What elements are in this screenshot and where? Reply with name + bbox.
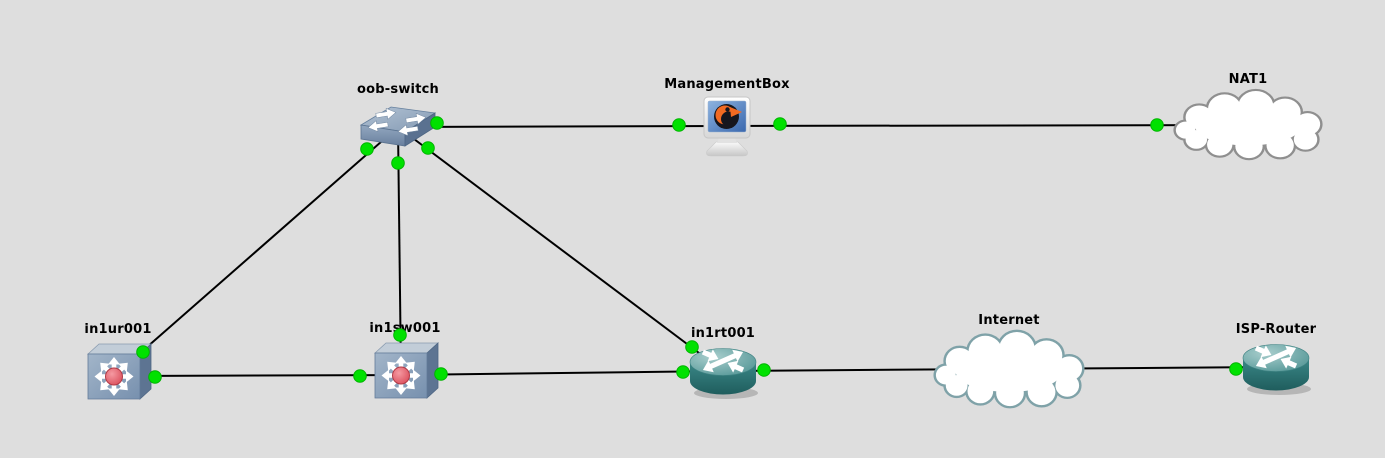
multilayer-switch-icon (373, 341, 440, 399)
node-label-in1ur001: in1ur001 (84, 321, 152, 337)
node-oob-switch[interactable]: oob-switch (357, 82, 439, 153)
qemu-bird-logo (714, 104, 742, 129)
node-label-isp-router: ISP-Router (1235, 322, 1317, 337)
qemu-host-icon (703, 96, 751, 157)
router-icon (689, 348, 758, 399)
node-label-oob-switch: oob-switch (357, 82, 439, 97)
link-status-dot (1150, 118, 1164, 132)
link-oob-switch-to-in1sw001[interactable] (397, 126, 402, 376)
node-nat1[interactable]: NAT1 (1170, 72, 1326, 161)
node-isp-router[interactable]: ISP-Router (1236, 322, 1316, 397)
link-status-dot (757, 363, 771, 377)
node-label-in1rt001: in1rt001 (690, 326, 756, 341)
node-managementbox[interactable]: ManagementBox (664, 77, 790, 158)
node-internet[interactable]: Internet (930, 313, 1088, 408)
node-label-in1sw001: in1sw001 (369, 320, 441, 336)
node-in1rt001[interactable]: in1rt001 (687, 326, 759, 401)
internet-cloud-icon (933, 329, 1085, 408)
link-oob-switch-to-in1ur001[interactable] (113, 126, 399, 377)
ethernet-switch-icon (359, 106, 437, 147)
node-in1ur001[interactable]: in1ur001 (84, 322, 153, 400)
link-status-dot (672, 118, 686, 132)
link-status-dot (353, 369, 367, 383)
router-icon (1242, 344, 1311, 395)
nat-cloud-icon (1173, 88, 1323, 161)
link-in1sw001-to-in1rt001[interactable] (400, 370, 724, 376)
multilayer-switch-icon (86, 342, 153, 400)
link-oob-switch-to-in1rt001[interactable] (397, 126, 724, 372)
link-in1ur001-to-in1sw001[interactable] (113, 374, 402, 377)
link-status-dot (773, 117, 787, 131)
node-label-nat1: NAT1 (1228, 72, 1268, 87)
node-label-internet: Internet (978, 312, 1040, 328)
link-oob-switch-to-ManagementBox[interactable] (397, 125, 728, 128)
link-status-dot (391, 156, 405, 170)
node-in1sw001[interactable]: in1sw001 (369, 321, 440, 399)
node-label-managementbox: ManagementBox (664, 77, 790, 92)
